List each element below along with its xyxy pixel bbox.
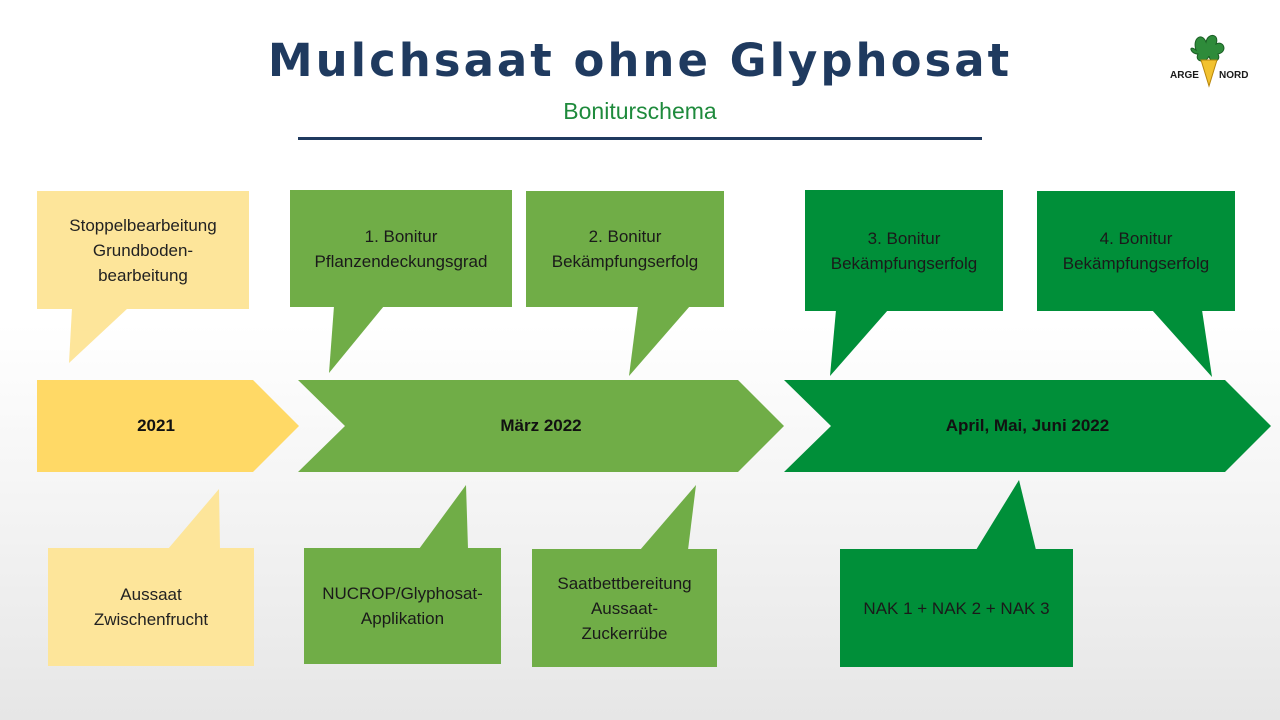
callout-line: Applikation bbox=[360, 609, 445, 628]
timeline-label-maerz: März 2022 bbox=[500, 416, 582, 435]
callout-line: Grundboden- bbox=[92, 240, 194, 260]
timeline-arrow-april-juni bbox=[784, 380, 1271, 472]
callout-tail-stoppel bbox=[69, 308, 128, 363]
callout-tail-bonitur-2 bbox=[629, 306, 690, 376]
timeline-arrow-2021 bbox=[37, 380, 299, 472]
callout-tail-saatbett bbox=[640, 485, 696, 550]
callout-nak: NAK 1 + NAK 2 + NAK 3 bbox=[840, 549, 1073, 667]
callout-line: Bekämpfungserfolg bbox=[551, 252, 699, 271]
callout-line: bearbeitung bbox=[98, 265, 188, 285]
page-subtitle: Boniturschema bbox=[563, 98, 717, 124]
callout-line: 2. Bonitur bbox=[588, 227, 662, 246]
callout-tail-bonitur-4 bbox=[1152, 310, 1212, 377]
callout-aussaat-zwischenfrucht: Aussaat Zwischenfrucht bbox=[48, 548, 254, 666]
callout-tail-nucrop bbox=[419, 485, 468, 549]
logo-text-right: NORD bbox=[1219, 70, 1248, 81]
callout-line: Aussaat bbox=[120, 585, 182, 604]
callout-saatbettbereitung: Saatbettbereitung Aussaat- Zuckerrübe bbox=[532, 549, 717, 667]
callout-bonitur-4: 4. Bonitur Bekämpfungserfolg bbox=[1037, 191, 1235, 311]
page-title: Mulchsaat ohne Glyphosat bbox=[267, 34, 1013, 87]
callout-line: Bekämpfungserfolg bbox=[1062, 254, 1210, 273]
callout-line: Saatbettbereitung bbox=[557, 573, 692, 593]
callout-bonitur-1: 1. Bonitur Pflanzendeckungsgrad bbox=[290, 190, 512, 307]
callout-line: Pflanzendeckungsgrad bbox=[314, 251, 488, 271]
leaf-icon bbox=[1190, 35, 1225, 62]
arge-nord-logo: ARGE NORD bbox=[1170, 35, 1248, 88]
title-divider bbox=[298, 137, 982, 140]
callout-stoppelbearbeitung: Stoppelbearbeitung Grundboden- bearbeitu… bbox=[37, 191, 249, 309]
logo-text-left: ARGE bbox=[1170, 70, 1199, 81]
callout-line: 4. Bonitur bbox=[1099, 229, 1173, 248]
callout-bonitur-3: 3. Bonitur Bekämpfungserfolg bbox=[805, 190, 1003, 311]
timeline-label-april-juni: April, Mai, Juni 2022 bbox=[945, 416, 1110, 435]
callout-line: NAK 1 + NAK 2 + NAK 3 bbox=[863, 598, 1050, 618]
callout-nucrop-applikation: NUCROP/Glyphosat- Applikation bbox=[304, 548, 501, 664]
carrot-icon bbox=[1200, 59, 1218, 88]
callout-tail-aussaat bbox=[168, 489, 220, 549]
callout-tail-nak bbox=[976, 480, 1036, 550]
callout-bonitur-2: 2. Bonitur Bekämpfungserfolg bbox=[526, 191, 724, 307]
callout-line: 1. Bonitur bbox=[364, 226, 438, 246]
callout-line: Zwischenfrucht bbox=[93, 610, 209, 629]
timeline-label-2021: 2021 bbox=[137, 416, 175, 435]
callout-line: Bekämpfungserfolg bbox=[830, 253, 978, 273]
callout-line: NUCROP/Glyphosat- bbox=[322, 584, 483, 603]
timeline-arrow-maerz bbox=[298, 380, 784, 472]
callout-tail-bonitur-3 bbox=[830, 310, 888, 376]
callout-tail-bonitur-1 bbox=[329, 306, 384, 373]
callout-line: 3. Bonitur bbox=[867, 228, 941, 248]
callout-line: Stoppelbearbeitung bbox=[69, 215, 217, 235]
callout-line: Aussaat- bbox=[590, 598, 659, 618]
callout-line: Zuckerrübe bbox=[581, 623, 668, 643]
